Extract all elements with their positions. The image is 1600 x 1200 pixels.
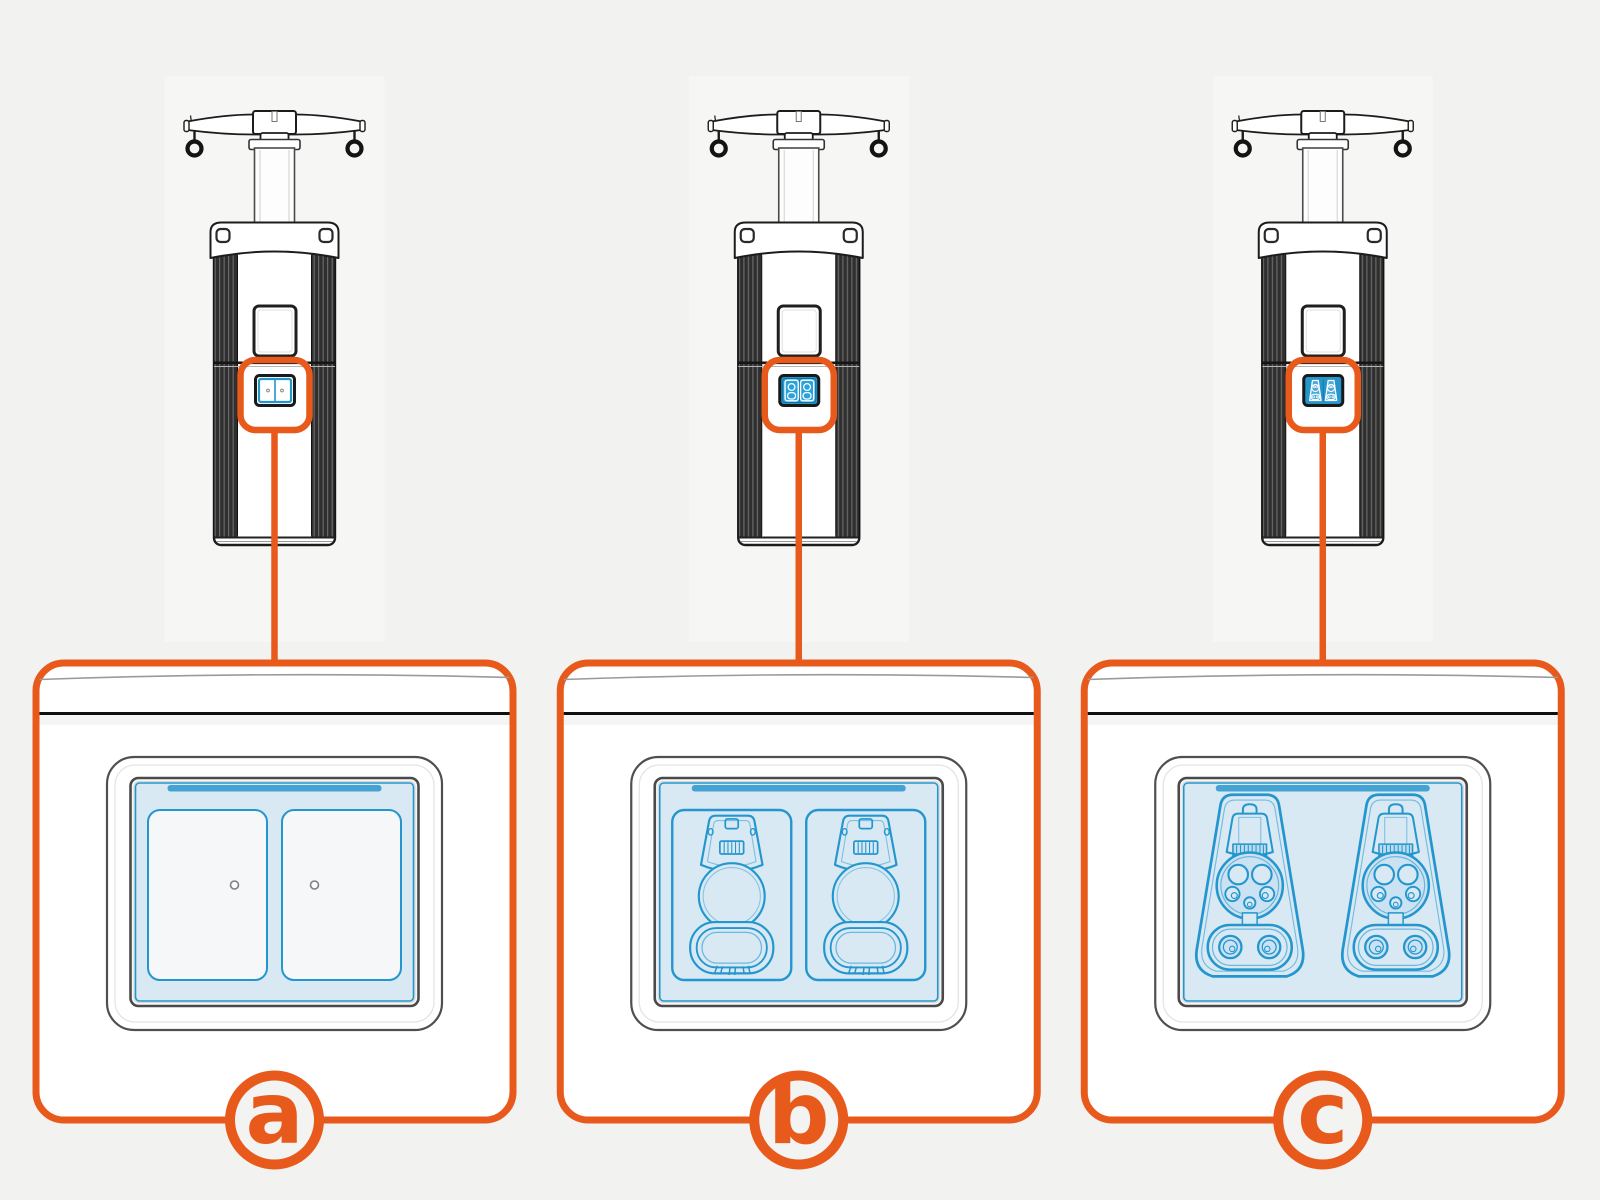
callout-box-b xyxy=(560,663,1037,1120)
station-c-panel-icon xyxy=(1304,376,1342,405)
callout-box-c xyxy=(1084,663,1561,1120)
charging-station-a xyxy=(165,76,385,668)
callout-box-a xyxy=(36,663,513,1120)
station-a-panel-icon xyxy=(255,375,295,406)
charging-station-b xyxy=(689,76,909,668)
station-column-b: b xyxy=(560,76,1037,1165)
callout-label-a: a xyxy=(245,1064,303,1164)
callout-label-c: c xyxy=(1297,1064,1348,1164)
station-b-panel-icon xyxy=(780,376,818,405)
station-column-a: a xyxy=(36,76,513,1165)
callout-label-b: b xyxy=(768,1064,830,1164)
charging-station-c xyxy=(1213,76,1433,668)
station-column-c: c xyxy=(1084,76,1561,1165)
